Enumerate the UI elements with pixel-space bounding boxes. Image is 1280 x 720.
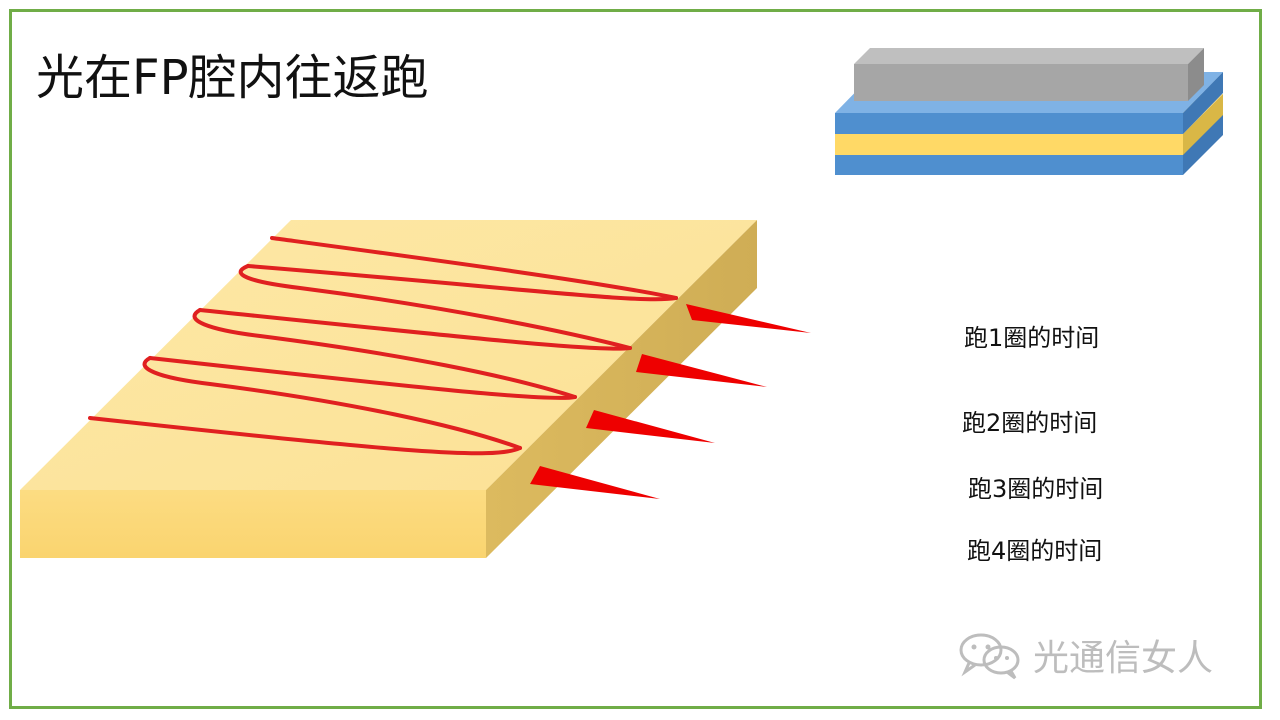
output-pulse-2 — [636, 354, 767, 387]
output-pulse-1 — [686, 304, 811, 333]
laser-chip-stack — [835, 48, 1223, 175]
watermark: 光通信女人 — [955, 630, 1213, 680]
round-2-time-label: 跑2圈的时间 — [962, 409, 1098, 437]
round-4-time-label: 跑4圈的时间 — [967, 537, 1103, 565]
slab-front-face — [20, 490, 486, 558]
fp-cavity-slab — [20, 220, 757, 558]
slide-border — [9, 9, 1262, 709]
round-3-time-label: 跑3圈的时间 — [968, 475, 1104, 503]
watermark-text: 光通信女人 — [1033, 638, 1214, 679]
slide-title: 光在FP腔内往返跑 — [36, 50, 429, 106]
round-1-time-label: 跑1圈的时间 — [964, 324, 1100, 352]
gray-electrode-block — [854, 48, 1204, 101]
output-pulses — [530, 304, 811, 499]
output-pulse-3 — [586, 410, 715, 443]
light-round-trip-path — [88, 236, 678, 456]
wechat-icon — [959, 633, 1020, 680]
output-pulse-4 — [530, 466, 660, 499]
